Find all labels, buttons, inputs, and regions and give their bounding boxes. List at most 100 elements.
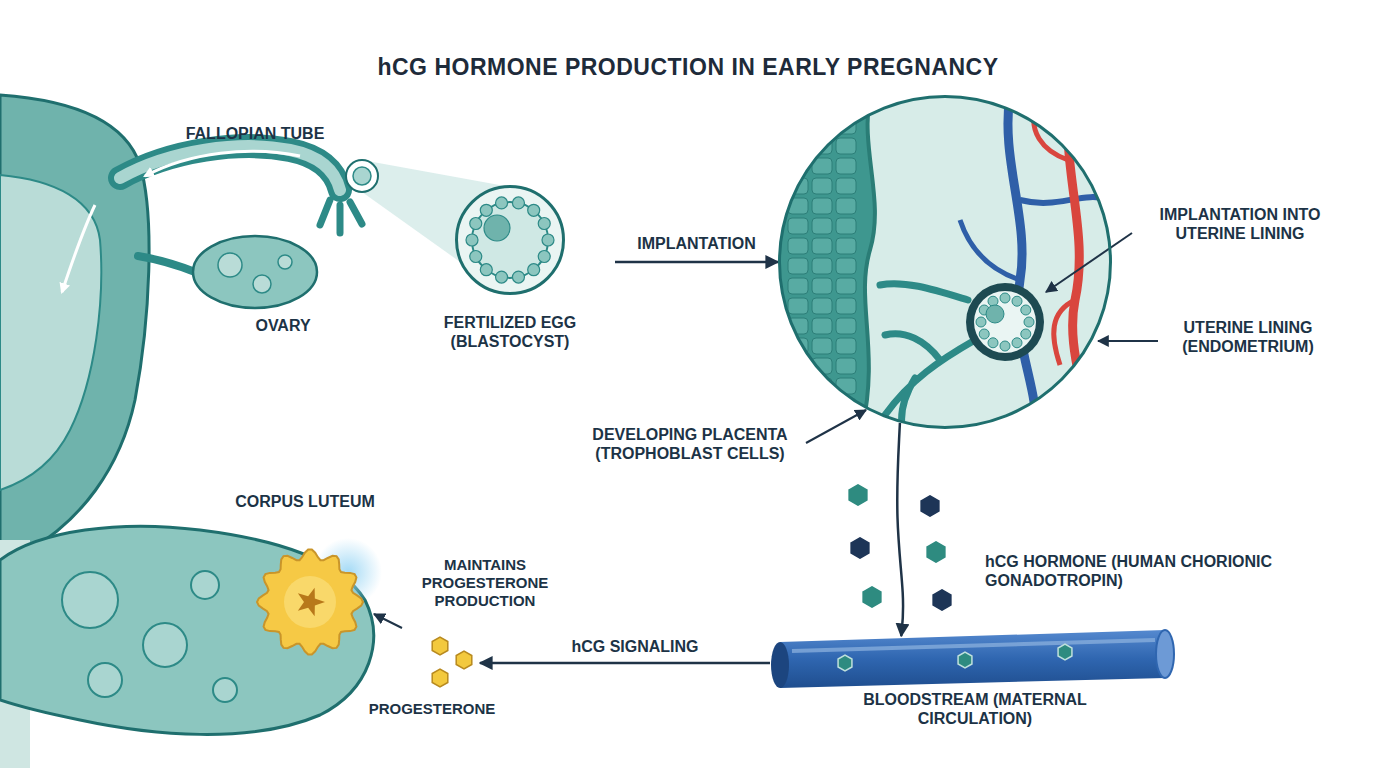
implantation-view [812, 278, 832, 294]
implantation-view [778, 95, 1112, 434]
blastocyst-cells [976, 293, 1034, 351]
fallopian-tube [120, 146, 362, 233]
implantation-view [812, 318, 832, 334]
blastocyst-node: FERTILIZED EGG (BLASTOCYST) [405, 185, 615, 355]
ovary-lower [213, 678, 237, 702]
implantation-view [788, 358, 808, 374]
implantation-view [974, 291, 1036, 353]
callout-label: IMPLANTATION INTO UTERINE LINING [1135, 205, 1345, 243]
part-label: hCG HORMONE (HUMAN CHORIONIC GONADOTROPI… [985, 552, 1320, 590]
tissue-cells [788, 98, 856, 434]
implantation-view [966, 283, 1044, 361]
implantation-view [960, 220, 1020, 280]
egg-zoom [542, 234, 554, 246]
part-label: OVARY [243, 316, 323, 335]
hcg-molecules [838, 644, 1072, 671]
implantation-view [1068, 95, 1086, 429]
implantation-view [812, 198, 832, 214]
node-outline [457, 187, 564, 294]
implantation-view [836, 358, 856, 374]
egg-zoom [528, 264, 540, 276]
implantation-view [986, 305, 1004, 323]
implantation-view: IMPLANTATION INTO UTERINE LININGUTERINE … [778, 95, 1112, 429]
implantation-view [812, 98, 832, 114]
part-label: PROGESTERONE [362, 700, 502, 718]
egg-zoom [538, 218, 550, 230]
uterus [0, 175, 101, 490]
egg-zoom [346, 160, 378, 192]
bloodstream-vessel [771, 642, 789, 688]
implantation-view [1000, 293, 1010, 303]
ovary-lower [191, 571, 219, 599]
implantation-view [812, 338, 832, 354]
implantation-view [836, 138, 856, 154]
fallopian-tube [120, 146, 340, 190]
implantation-view [788, 218, 808, 234]
implantation-view [1000, 341, 1010, 351]
implantation-view [788, 418, 808, 434]
connector-arrow [480, 662, 770, 665]
implantation-view [1012, 296, 1022, 306]
implantation-view [836, 98, 856, 114]
egg-zoom [470, 250, 482, 262]
node-label: FERTILIZED EGG (BLASTOCYST) [405, 313, 615, 351]
implantation-view [976, 317, 986, 327]
implantation-view [812, 118, 832, 134]
progesterone-molecules [456, 651, 472, 669]
hcg-molecules [932, 588, 953, 612]
ovary [253, 275, 271, 293]
egg-zoom [470, 218, 482, 230]
corpus-luteum [257, 538, 382, 655]
corpus-luteum [298, 588, 325, 617]
implantation-view [788, 398, 808, 414]
implantation-view [1012, 338, 1022, 348]
implantation-view [836, 338, 856, 354]
corpus-luteum [284, 576, 336, 628]
implantation-view [812, 418, 832, 434]
fallopian-tube [120, 146, 340, 190]
implantation-view [836, 158, 856, 174]
implantation-view [1021, 305, 1031, 315]
connector-arrow [615, 261, 778, 264]
diagram-title: hCG HORMONE PRODUCTION IN EARLY PREGNANC… [0, 54, 1376, 81]
implantation-view [788, 258, 808, 274]
ovary [138, 256, 195, 272]
implantation-view [1054, 300, 1075, 365]
implantation-view [812, 258, 832, 274]
ovary [278, 255, 292, 269]
leader-lines [374, 614, 402, 628]
progesterone-molecules [432, 637, 448, 655]
ovary-lower [0, 526, 374, 734]
connector-arrow [897, 423, 903, 636]
implantation-view [836, 298, 856, 314]
egg-zoom [353, 167, 371, 185]
implantation-view [836, 258, 856, 274]
ovary-lower [62, 572, 118, 628]
implantation-view [812, 218, 832, 234]
bloodstream-vessel [958, 652, 972, 668]
egg-zoom [472, 202, 548, 278]
implantation-view [812, 178, 832, 194]
implantation-view [812, 238, 832, 254]
bloodstream-vessel [838, 655, 852, 671]
egg-zoom [512, 197, 524, 209]
ovary-lower [0, 526, 374, 734]
progesterone-molecules [432, 637, 472, 687]
bloodstream-vessel [1156, 630, 1174, 678]
ovary-lower [88, 663, 122, 697]
implantation-view [788, 278, 808, 294]
implantation-view [788, 118, 808, 134]
blastocyst-cells [466, 197, 554, 283]
hcg-molecules [926, 540, 947, 564]
corpus-luteum [257, 549, 363, 654]
egg-zoom [496, 271, 508, 283]
leader-lines [806, 410, 866, 443]
edge-label: hCG SIGNALING [567, 637, 702, 656]
node-outline [778, 95, 1112, 429]
hcg-molecules [850, 536, 871, 560]
implantation-view [979, 329, 989, 339]
node-outline [780, 97, 1111, 428]
implantation-view [812, 398, 832, 414]
progesterone-molecules [432, 669, 448, 687]
